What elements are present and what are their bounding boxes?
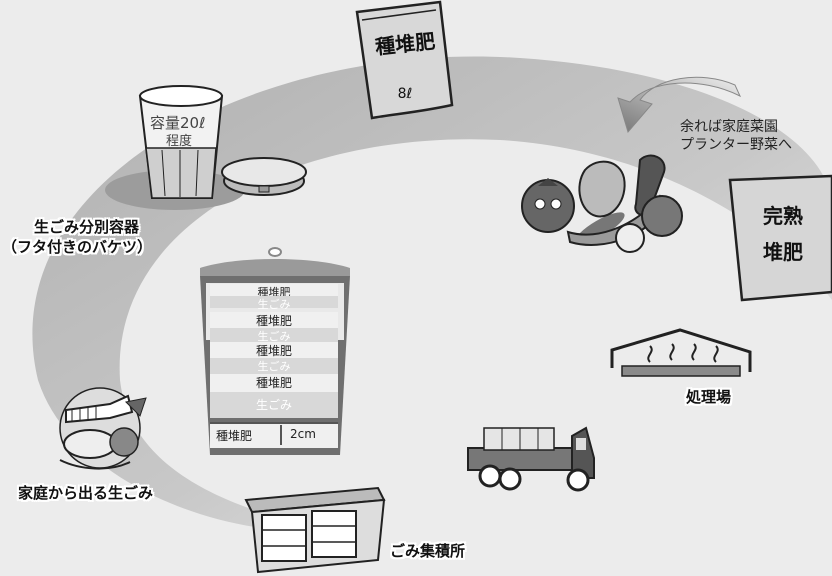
- mature-compost-label-1: 完熟: [763, 204, 803, 228]
- vegetables-illustration: [521, 154, 683, 253]
- bottom-layer-divider: [280, 425, 282, 445]
- mature-compost-label-2: 堆肥: [763, 240, 803, 264]
- collection-station: [244, 486, 386, 574]
- bucket-capacity-label: 容量20ℓ: [150, 114, 206, 132]
- food-waste-illustration: [59, 387, 147, 470]
- bucket-lid: [221, 157, 307, 196]
- container-label-1: 生ごみ分別容器: [34, 218, 140, 236]
- surplus-note-line-1: 余れば家庭菜園: [680, 119, 778, 135]
- layer-4: 生ごみ: [210, 328, 338, 343]
- bottom-layer-row: 種堆肥 2cm: [210, 422, 338, 448]
- treatment-plant: [610, 328, 752, 377]
- layer-8: 生ごみ: [210, 392, 338, 418]
- layer-1: 種堆肥: [210, 284, 338, 299]
- container-label-2: （フタ付きのバケツ）: [2, 238, 153, 256]
- bucket-capacity-label-2: 程度: [166, 134, 193, 149]
- bucket-layers: 種堆肥 生ごみ 種堆肥 生ごみ 種堆肥 生ごみ 種堆肥 生ごみ: [210, 284, 338, 424]
- surplus-note-line-2: プランター野菜へ: [680, 137, 792, 153]
- measuring-cup: [138, 85, 224, 199]
- layer-3: 種堆肥: [210, 312, 338, 328]
- layer-5: 種堆肥: [210, 342, 338, 358]
- mature-compost-bag: [728, 174, 832, 302]
- seed-compost-volume: 8ℓ: [397, 86, 413, 102]
- layer-7: 種堆肥: [210, 374, 338, 392]
- layer-6: 生ごみ: [210, 358, 338, 374]
- treatment-plant-label: 処理場: [686, 388, 732, 406]
- bottom-layer-label: 種堆肥: [216, 429, 253, 443]
- garbage-truck: [467, 426, 595, 492]
- household-waste-label: 家庭から出る生ごみ: [18, 484, 154, 502]
- layer-2: 生ごみ: [210, 296, 338, 311]
- garden-arrow: [617, 76, 742, 134]
- seed-compost-bag-top: [355, 0, 454, 120]
- collection-station-label: ごみ集積所: [390, 542, 466, 560]
- bottom-layer-thickness: 2cm: [290, 427, 316, 441]
